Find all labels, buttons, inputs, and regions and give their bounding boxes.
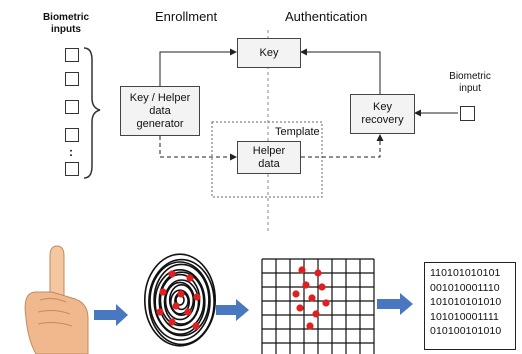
minutia-point (312, 310, 320, 318)
minutia-point (308, 294, 316, 302)
helper-data-box: Helper data (237, 141, 301, 174)
binary-key-output: 110101010101 001010001110 101010101010 1… (424, 262, 516, 350)
minutia-point (186, 274, 194, 282)
minutia-point (306, 322, 314, 330)
minutia-point (168, 270, 176, 278)
biometric-input-square-auth (460, 106, 475, 121)
key-helper-generator-box: Key / Helper data generator (120, 86, 200, 136)
key-box: Key (237, 38, 301, 68)
bit-row: 101010101010 (430, 296, 502, 308)
biometric-input-label: Biometric input (449, 71, 491, 94)
minutiae-grid (261, 258, 375, 354)
minutia-point (296, 304, 304, 312)
minutia-point (322, 299, 330, 307)
minutia-point (168, 318, 176, 326)
bit-row: 010100101010 (430, 325, 502, 337)
biometric-input-square (65, 162, 79, 176)
minutia-point (159, 288, 167, 296)
fingerprint-ridge (163, 279, 200, 325)
template-label: Template (275, 126, 320, 138)
enrollment-heading: Enrollment (155, 9, 218, 24)
minutia-point (314, 269, 322, 277)
fingerprint-ridge (148, 258, 215, 346)
minutia-point (156, 308, 164, 316)
biometric-input-square (65, 128, 79, 142)
diagram-connectors (83, 30, 458, 232)
template-region (211, 121, 323, 198)
bit-row: 101010001111 (430, 310, 499, 323)
pipeline-arrow-3 (377, 293, 413, 315)
bit-row: 001010001110 (430, 281, 500, 294)
key-recovery-box: Key recovery (350, 94, 415, 134)
minutia-point (172, 302, 180, 310)
fingerprint-ridge (158, 271, 205, 331)
fingerprint-ridge (159, 273, 201, 327)
biometric-inputs-label: Biometric inputs (42, 12, 90, 35)
fingerprint-ridge (154, 268, 206, 335)
biometric-input-square (65, 48, 79, 62)
bit-row: 110101010101 (430, 267, 501, 279)
input-brace (83, 47, 101, 179)
minutia-point (193, 293, 201, 301)
fingerprint-ridge (149, 261, 211, 341)
biometric-input-square (65, 100, 79, 114)
biometric-input-square (65, 72, 79, 86)
fingerprint-ridge (168, 283, 195, 316)
minutia-point (292, 290, 300, 298)
minutia-point (298, 266, 306, 274)
finger-hand-icon (24, 245, 89, 354)
fingerprint-ridge (170, 289, 191, 315)
fingerprint-ridge (164, 281, 196, 321)
ellipsis-dots: : (69, 145, 73, 159)
minutia-point (318, 283, 326, 291)
minutia-point (192, 322, 200, 330)
fingerprint-image (144, 253, 217, 347)
fingerprint-ridge (144, 253, 217, 347)
minutia-point (177, 290, 185, 298)
minutia-point (184, 308, 192, 316)
pipeline-arrow-1 (94, 304, 128, 326)
minutia-point (302, 281, 310, 289)
fingerprint-ridge (153, 263, 210, 337)
pipeline-arrow-2 (216, 299, 249, 321)
authentication-heading: Authentication (285, 9, 368, 24)
